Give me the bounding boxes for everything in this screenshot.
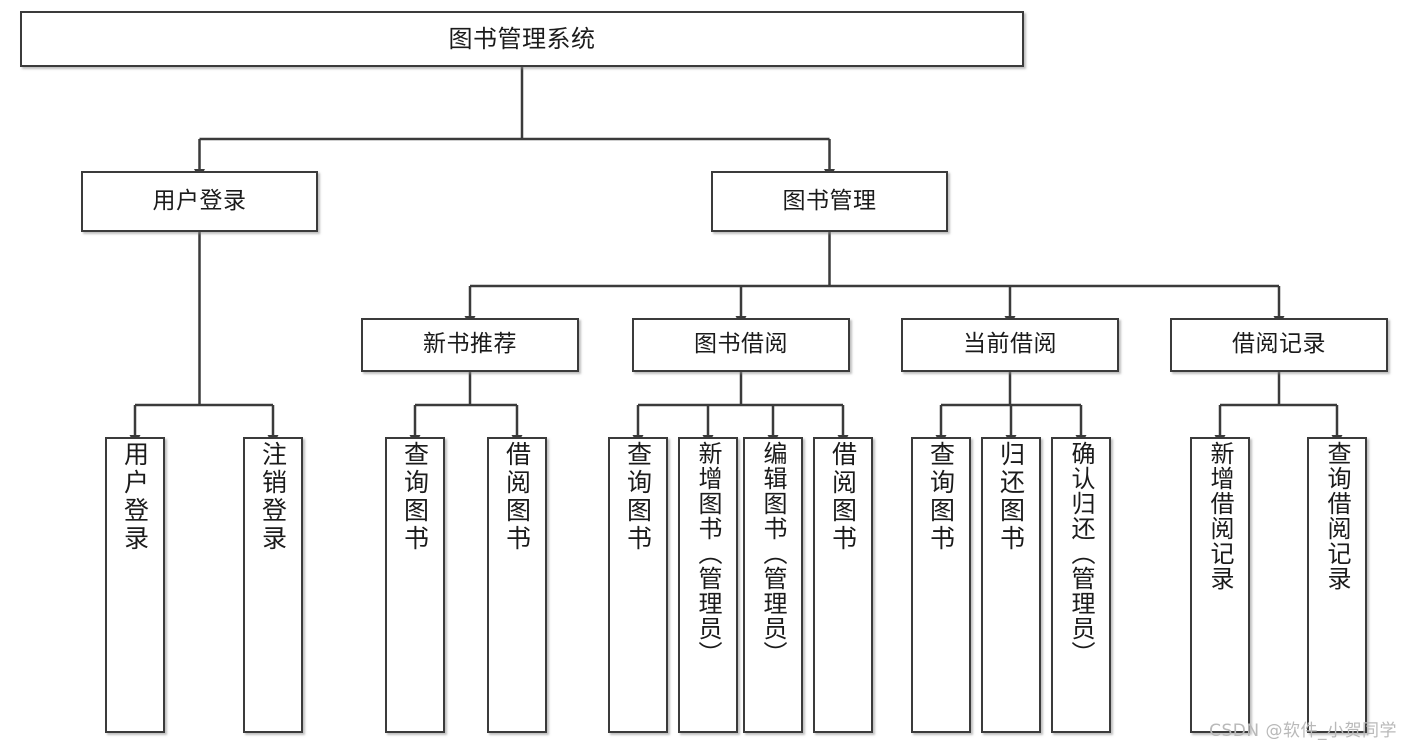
node-label: 借阅图书: [502, 441, 532, 553]
node-label: 新增借阅记录: [1206, 441, 1234, 591]
node-root[interactable]: 图书管理系统: [20, 11, 1024, 67]
node-label: 查询借阅记录: [1323, 441, 1351, 591]
node-newbook[interactable]: 新书推荐: [361, 318, 579, 372]
edge-group: [129, 67, 1343, 445]
node-label: 新增图书（管理员）: [694, 441, 722, 666]
node-label: 查询图书: [400, 441, 430, 553]
node-leaf10[interactable]: 归还图书: [981, 437, 1041, 733]
node-leaf2[interactable]: 注销登录: [243, 437, 303, 733]
node-current[interactable]: 当前借阅: [901, 318, 1119, 372]
node-label: 借阅图书: [828, 441, 858, 553]
node-login[interactable]: 用户登录: [81, 171, 318, 232]
node-leaf5[interactable]: 查询图书: [608, 437, 668, 733]
node-records[interactable]: 借阅记录: [1170, 318, 1388, 372]
node-leaf1[interactable]: 用户登录: [105, 437, 165, 733]
node-label: 图书借阅: [694, 331, 788, 358]
node-leaf6[interactable]: 新增图书（管理员）: [678, 437, 738, 733]
node-leaf9[interactable]: 查询图书: [911, 437, 971, 733]
node-leaf4[interactable]: 借阅图书: [487, 437, 547, 733]
node-label: 图书管理系统: [448, 24, 596, 53]
node-label: 当前借阅: [963, 331, 1057, 358]
node-leaf8[interactable]: 借阅图书: [813, 437, 873, 733]
node-label: 图书管理: [782, 187, 877, 214]
node-label: 新书推荐: [423, 331, 517, 358]
node-bookmgmt[interactable]: 图书管理: [711, 171, 948, 232]
node-label: 用户登录: [120, 441, 150, 553]
node-leaf12[interactable]: 新增借阅记录: [1190, 437, 1250, 733]
node-borrow[interactable]: 图书借阅: [632, 318, 850, 372]
node-label: 确认归还（管理员）: [1067, 441, 1095, 666]
node-leaf3[interactable]: 查询图书: [385, 437, 445, 733]
node-label: 注销登录: [258, 441, 288, 553]
node-label: 借阅记录: [1232, 331, 1326, 358]
node-leaf7[interactable]: 编辑图书（管理员）: [743, 437, 803, 733]
node-label: 编辑图书（管理员）: [759, 441, 787, 666]
node-label: 归还图书: [996, 441, 1026, 553]
node-label: 查询图书: [926, 441, 956, 553]
node-label: 查询图书: [623, 441, 653, 553]
node-leaf13[interactable]: 查询借阅记录: [1307, 437, 1367, 733]
node-label: 用户登录: [152, 187, 247, 214]
watermark-text: CSDN @软件_小贺同学: [1209, 721, 1397, 741]
node-leaf11[interactable]: 确认归还（管理员）: [1051, 437, 1111, 733]
